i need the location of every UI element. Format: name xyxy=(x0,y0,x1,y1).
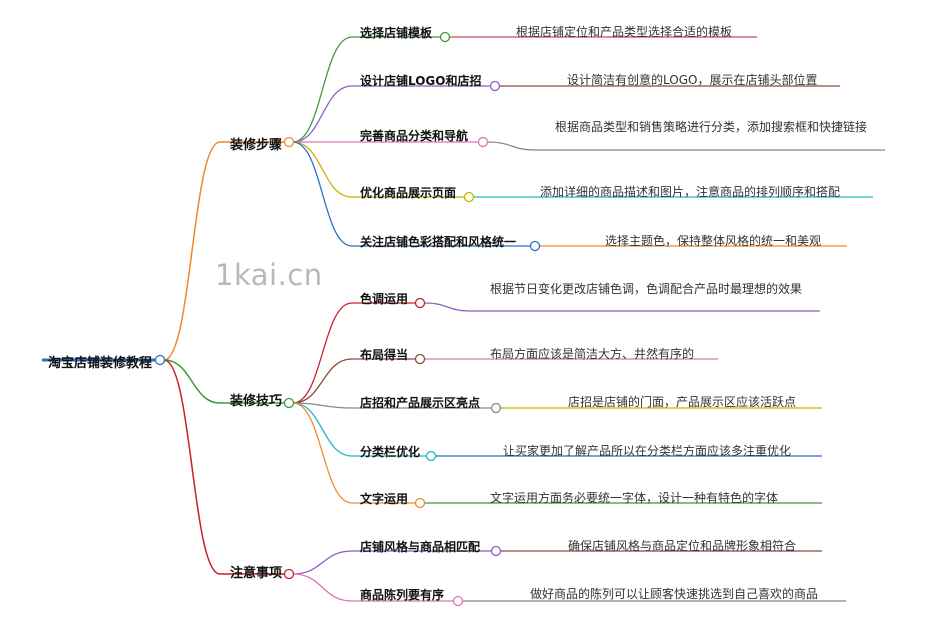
detail-node-0-3: 添加详细的商品描述和图片，注意商品的排列顺序和搭配 xyxy=(540,185,841,199)
topic-collapse-dot-0-3[interactable] xyxy=(463,191,475,203)
watermark: 1kai.cn xyxy=(215,258,323,292)
topic-collapse-dot-2-0[interactable] xyxy=(490,545,502,557)
connector-root-branch-1 xyxy=(163,359,284,404)
topic-node-1-4[interactable]: 文字运用 xyxy=(360,492,409,506)
connector-branch-0-topic-4 xyxy=(292,141,530,247)
connector-branch-0-topic-1 xyxy=(292,85,490,143)
topic-node-0-0[interactable]: 选择店铺模板 xyxy=(360,26,433,40)
detail-node-1-1: 布局方面应该是简洁大方、井然有序的 xyxy=(490,347,695,361)
branch-collapse-dot-2[interactable] xyxy=(283,568,295,580)
connector-branch-1-topic-2 xyxy=(292,402,491,409)
topic-node-0-1[interactable]: 设计店铺LOGO和店招 xyxy=(360,74,482,88)
branch-collapse-dot-1[interactable] xyxy=(283,397,295,409)
topic-collapse-dot-1-4[interactable] xyxy=(414,497,426,509)
connector-branch-0-topic-3 xyxy=(292,141,464,198)
connector-topic-1-0-detail xyxy=(424,302,820,312)
topic-node-0-2[interactable]: 完善商品分类和导航 xyxy=(360,129,469,143)
topic-node-0-3[interactable]: 优化商品展示页面 xyxy=(360,186,457,200)
connector-topic-0-2-detail xyxy=(487,141,885,151)
connector-branch-2-topic-1 xyxy=(292,573,453,602)
root-node[interactable]: 淘宝店铺装修教程 xyxy=(48,356,153,371)
connector-root-branch-0 xyxy=(163,141,284,361)
branch-collapse-dot-0[interactable] xyxy=(283,136,295,148)
detail-node-2-1: 做好商品的陈列可以让顾客快速挑选到自己喜欢的商品 xyxy=(530,587,819,601)
topic-node-0-4[interactable]: 关注店铺色彩搭配和风格统一 xyxy=(360,235,517,249)
topic-collapse-dot-0-4[interactable] xyxy=(529,240,541,252)
topic-collapse-dot-1-0[interactable] xyxy=(414,297,426,309)
topic-collapse-dot-0-1[interactable] xyxy=(489,80,501,92)
connector-branch-1-topic-0 xyxy=(292,302,415,404)
detail-node-1-0: 根据节日变化更改店铺色调，色调配合产品时最理想的效果 xyxy=(490,282,803,296)
detail-node-0-4: 选择主题色，保持整体风格的统一和美观 xyxy=(605,234,822,248)
connector-branch-2-topic-0 xyxy=(292,550,491,575)
branch-node-1[interactable]: 装修技巧 xyxy=(230,394,283,409)
topic-collapse-dot-0-0[interactable] xyxy=(439,31,451,43)
branch-node-2[interactable]: 注意事项 xyxy=(230,566,283,581)
topic-node-1-0[interactable]: 色调运用 xyxy=(360,292,409,306)
topic-collapse-dot-0-2[interactable] xyxy=(477,136,489,148)
detail-node-0-0: 根据店铺定位和产品类型选择合适的模板 xyxy=(516,25,733,39)
detail-node-0-1: 设计简洁有创意的LOGO，展示在店铺头部位置 xyxy=(567,73,818,87)
topic-node-1-3[interactable]: 分类栏优化 xyxy=(360,445,421,459)
detail-node-2-0: 确保店铺风格与商品定位和品牌形象相符合 xyxy=(568,539,797,553)
connector-branch-1-topic-3 xyxy=(292,402,426,457)
connector-root-branch-2 xyxy=(163,359,284,575)
topic-collapse-dot-1-1[interactable] xyxy=(414,353,426,365)
detail-node-1-3: 让买家更加了解产品所以在分类栏方面应该多注重优化 xyxy=(503,444,792,458)
connector-branch-1-topic-4 xyxy=(292,402,415,504)
detail-node-1-4: 文字运用方面务必要统一字体，设计一种有特色的字体 xyxy=(490,491,779,505)
topic-collapse-dot-1-2[interactable] xyxy=(490,402,502,414)
detail-node-0-2: 根据商品类型和销售策略进行分类，添加搜索框和快捷链接 xyxy=(555,120,868,134)
branch-node-0[interactable]: 装修步骤 xyxy=(230,138,283,153)
topic-collapse-dot-1-3[interactable] xyxy=(425,450,437,462)
topic-collapse-dot-2-1[interactable] xyxy=(452,595,464,607)
detail-node-1-2: 店招是店铺的门面，产品展示区应该活跃点 xyxy=(568,395,797,409)
root-collapse-dot[interactable] xyxy=(154,354,166,366)
connector-branch-1-topic-1 xyxy=(292,358,415,404)
topic-node-1-1[interactable]: 布局得当 xyxy=(360,348,409,362)
topic-node-2-0[interactable]: 店铺风格与商品相匹配 xyxy=(360,540,481,554)
topic-node-2-1[interactable]: 商品陈列要有序 xyxy=(360,588,445,602)
connector-branch-0-topic-0 xyxy=(292,36,440,143)
topic-node-1-2[interactable]: 店招和产品展示区亮点 xyxy=(360,396,481,410)
